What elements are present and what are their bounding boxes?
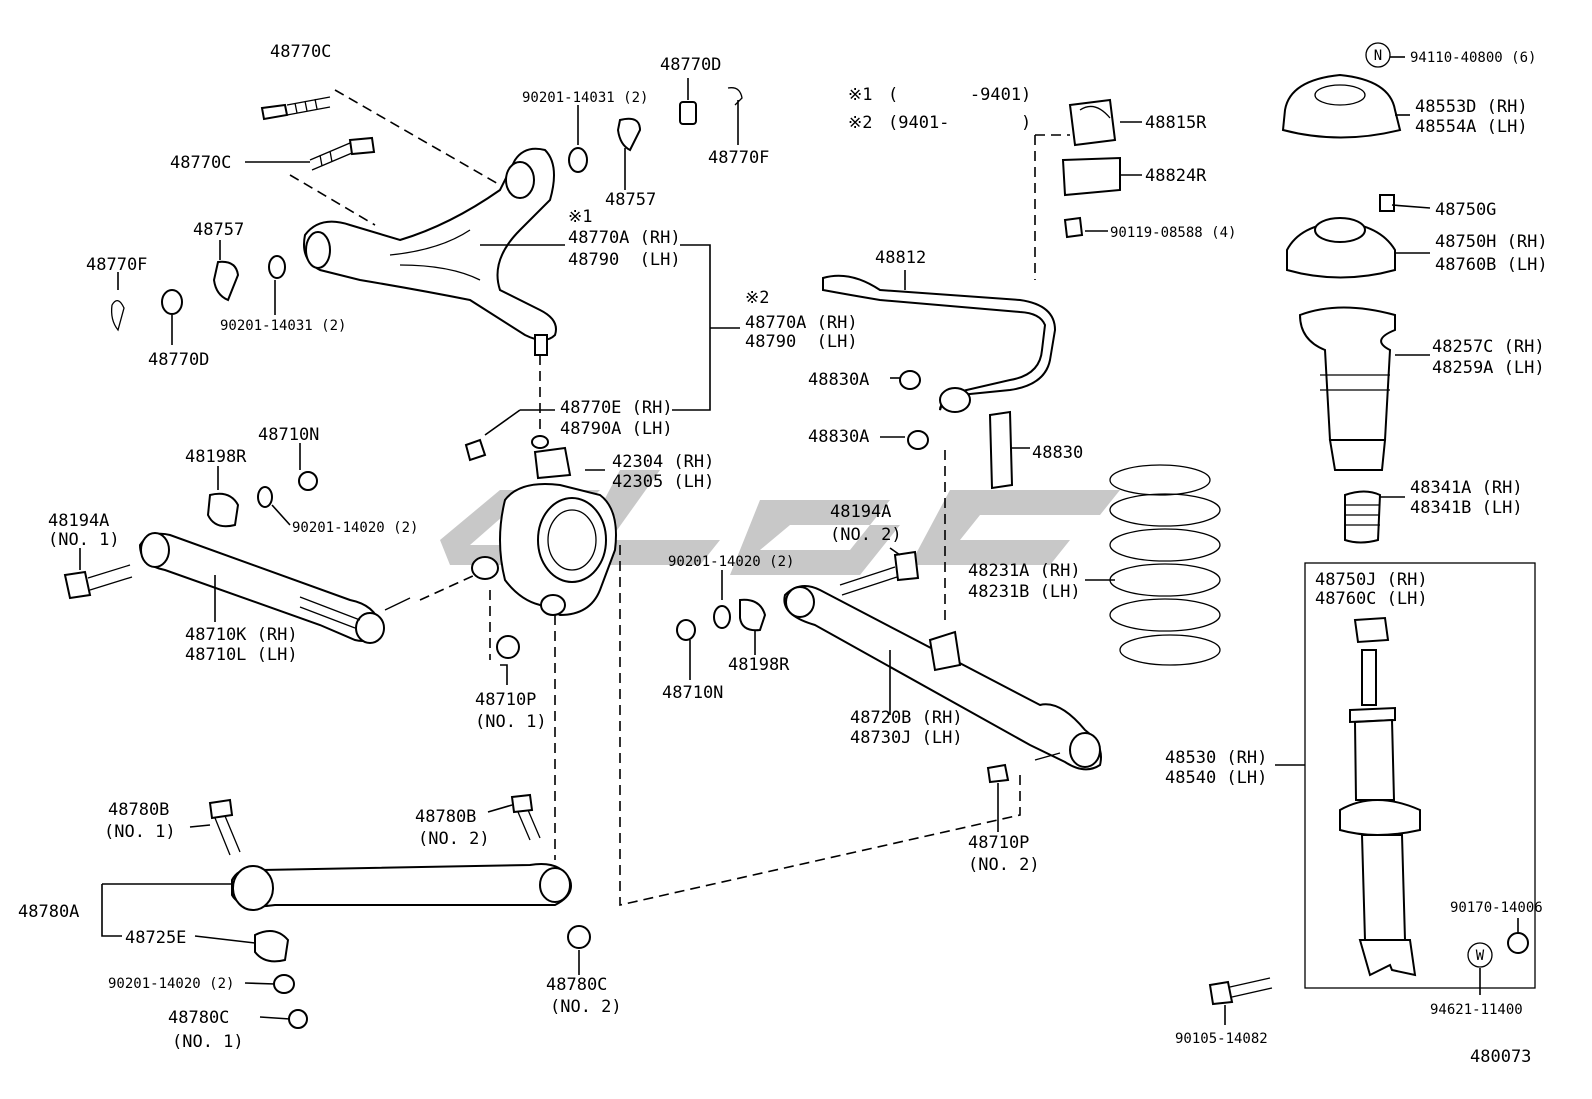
- stabilizer-group: [822, 98, 1121, 490]
- note-1-text: ( -9401): [888, 85, 1031, 105]
- part-label: 48198R: [185, 447, 247, 467]
- part-label: 90201-14031 (2): [522, 90, 648, 106]
- part-label: 48530 (RH): [1165, 748, 1267, 768]
- part-label: (NO. 2): [418, 829, 490, 849]
- part-label: 48780C: [546, 975, 607, 995]
- part-label: 48780B: [108, 800, 169, 820]
- part-label: 48780C: [168, 1008, 229, 1028]
- part-label: 48730J (LH): [850, 728, 963, 748]
- part-label: 48790A (LH): [560, 419, 673, 439]
- part-label: 48760C (LH): [1315, 589, 1428, 609]
- lateral-arm-group: [63, 471, 476, 644]
- part-label: 42305 (LH): [612, 472, 714, 492]
- part-label: 48770D: [660, 55, 721, 75]
- strut-group: [1208, 73, 1536, 1006]
- part-label: (NO. 2): [550, 997, 622, 1017]
- part-label: 48790 (LH): [745, 332, 858, 352]
- lower-arm-group: [208, 793, 591, 1029]
- part-label: 90201-14020 (2): [108, 976, 234, 992]
- part-label: 48710P: [475, 690, 536, 710]
- control-arm-2-group: [676, 450, 1102, 784]
- part-label: (NO. 1): [104, 822, 176, 842]
- part-label: 48540 (LH): [1165, 768, 1267, 788]
- part-label: 48760B (LH): [1435, 255, 1548, 275]
- part-label: 48770D: [148, 350, 209, 370]
- part-label: 48757: [605, 190, 656, 210]
- part-label: 48198R: [728, 655, 790, 675]
- note-1-mark: ※1: [848, 85, 872, 105]
- part-label: 48750J (RH): [1315, 570, 1428, 590]
- part-label: 90105-14082: [1175, 1031, 1268, 1047]
- part-label: (NO. 1): [172, 1032, 244, 1052]
- diagram-number: 480073: [1470, 1047, 1531, 1067]
- part-label: (NO. 1): [475, 712, 547, 732]
- part-label: 48757: [193, 220, 244, 240]
- part-label: 94110-40800 (6): [1410, 50, 1536, 66]
- part-label: 48720B (RH): [850, 708, 963, 728]
- w-mark: W: [1467, 942, 1493, 968]
- part-label: 48770F: [86, 255, 147, 275]
- part-label: 90170-14006: [1450, 900, 1543, 916]
- part-label: 90201-14020 (2): [292, 520, 418, 536]
- coil-spring: [1109, 464, 1221, 666]
- part-label: 48710N: [662, 683, 723, 703]
- part-label: 48710N: [258, 425, 319, 445]
- part-label: ※2: [745, 288, 769, 308]
- part-label: 48770A (RH): [568, 228, 681, 248]
- part-label: (NO. 1): [48, 530, 120, 550]
- part-label: 48770E (RH): [560, 398, 673, 418]
- part-label: 90119-08588 (4): [1110, 225, 1236, 241]
- part-label: 48725E: [125, 928, 186, 948]
- part-label: 48770A (RH): [745, 313, 858, 333]
- part-label: 48750H (RH): [1435, 232, 1548, 252]
- part-labels: 48770C 48770C 90201-14031 (2) 48770D 487…: [18, 42, 1548, 1052]
- part-label: ※1: [568, 207, 592, 227]
- part-label: 48830A: [808, 370, 869, 390]
- upper-arm-group: [110, 87, 743, 440]
- part-label: 48194A: [48, 511, 109, 531]
- part-label: 90201-14020 (2): [668, 554, 794, 570]
- part-label: 48341A (RH): [1410, 478, 1523, 498]
- part-label: 94621-11400: [1430, 1002, 1523, 1018]
- part-label: 48812: [875, 248, 926, 268]
- part-label: 48231A (RH): [968, 561, 1081, 581]
- part-label: 48553D (RH): [1415, 97, 1528, 117]
- part-label: 48259A (LH): [1432, 358, 1545, 378]
- part-label: 48710K (RH): [185, 625, 298, 645]
- part-label: 48824R: [1145, 166, 1207, 186]
- part-label: 48815R: [1145, 113, 1207, 133]
- part-label: 48790 (LH): [568, 250, 681, 270]
- part-label: 48830: [1032, 443, 1083, 463]
- part-label: 48780A: [18, 902, 79, 922]
- part-label: 48554A (LH): [1415, 117, 1528, 137]
- part-label: 48770F: [708, 148, 769, 168]
- part-label: 48194A: [830, 502, 891, 522]
- part-label: 48780B: [415, 807, 476, 827]
- part-label: 48341B (LH): [1410, 498, 1523, 518]
- part-label: (NO. 2): [968, 855, 1040, 875]
- part-label: 48231B (LH): [968, 582, 1081, 602]
- note-2-mark: ※2: [848, 113, 872, 133]
- leader-lines: [79, 56, 1519, 1025]
- n-mark-label: N: [1374, 48, 1382, 64]
- part-label: 48830A: [808, 427, 869, 447]
- w-mark-label: W: [1476, 948, 1485, 964]
- part-label: 48710L (LH): [185, 645, 298, 665]
- part-label: 90201-14031 (2): [220, 318, 346, 334]
- note-2-text: (9401- ): [888, 113, 1031, 133]
- part-label: (NO. 2): [830, 525, 902, 545]
- part-label: 48257C (RH): [1432, 337, 1545, 357]
- part-label: 48710P: [968, 833, 1029, 853]
- knuckle-group: [464, 435, 1021, 906]
- n-mark: N: [1365, 42, 1391, 68]
- part-label: 42304 (RH): [612, 452, 714, 472]
- part-label: 48770C: [270, 42, 331, 62]
- part-label: 48770C: [170, 153, 231, 173]
- part-label: 48750G: [1435, 200, 1496, 220]
